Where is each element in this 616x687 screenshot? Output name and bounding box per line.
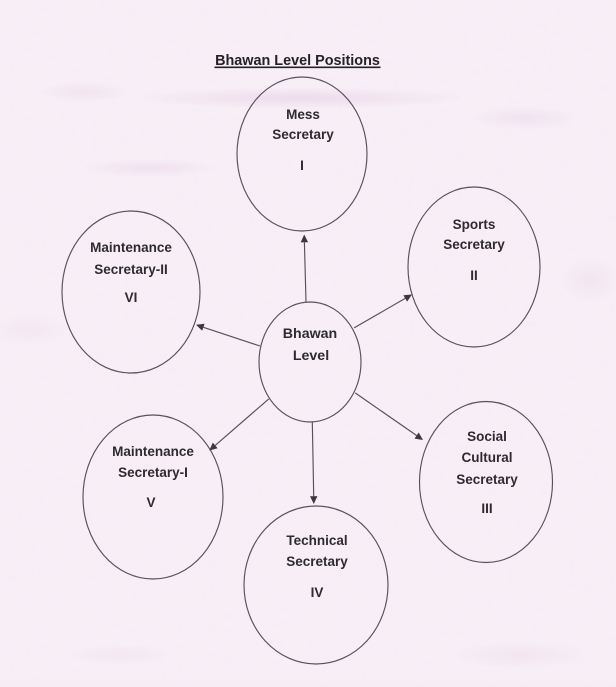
svg-text:Cultural: Cultural bbox=[461, 450, 512, 465]
svg-text:Bhawan Level Positions: Bhawan Level Positions bbox=[215, 53, 380, 69]
svg-text:Bhawan: Bhawan bbox=[283, 326, 337, 342]
svg-text:II: II bbox=[470, 268, 478, 283]
svg-text:Maintenance: Maintenance bbox=[112, 444, 194, 459]
svg-text:Secretary: Secretary bbox=[286, 554, 348, 569]
svg-text:Secretary-II: Secretary-II bbox=[94, 262, 168, 277]
svg-text:V: V bbox=[146, 495, 155, 510]
svg-text:Secretary: Secretary bbox=[443, 237, 505, 252]
svg-text:Maintenance: Maintenance bbox=[90, 240, 172, 255]
svg-text:Mess: Mess bbox=[286, 107, 320, 122]
svg-text:IV: IV bbox=[311, 585, 324, 600]
svg-text:Secretary-I: Secretary-I bbox=[118, 465, 188, 480]
svg-text:Secretary: Secretary bbox=[456, 472, 518, 487]
svg-text:Social: Social bbox=[467, 429, 507, 444]
svg-text:Sports: Sports bbox=[453, 217, 496, 232]
svg-text:I: I bbox=[300, 158, 304, 173]
svg-text:Technical: Technical bbox=[286, 533, 347, 548]
svg-text:Secretary: Secretary bbox=[272, 127, 334, 142]
svg-text:III: III bbox=[481, 501, 492, 516]
svg-text:VI: VI bbox=[125, 290, 138, 305]
svg-text:Level: Level bbox=[293, 348, 329, 364]
